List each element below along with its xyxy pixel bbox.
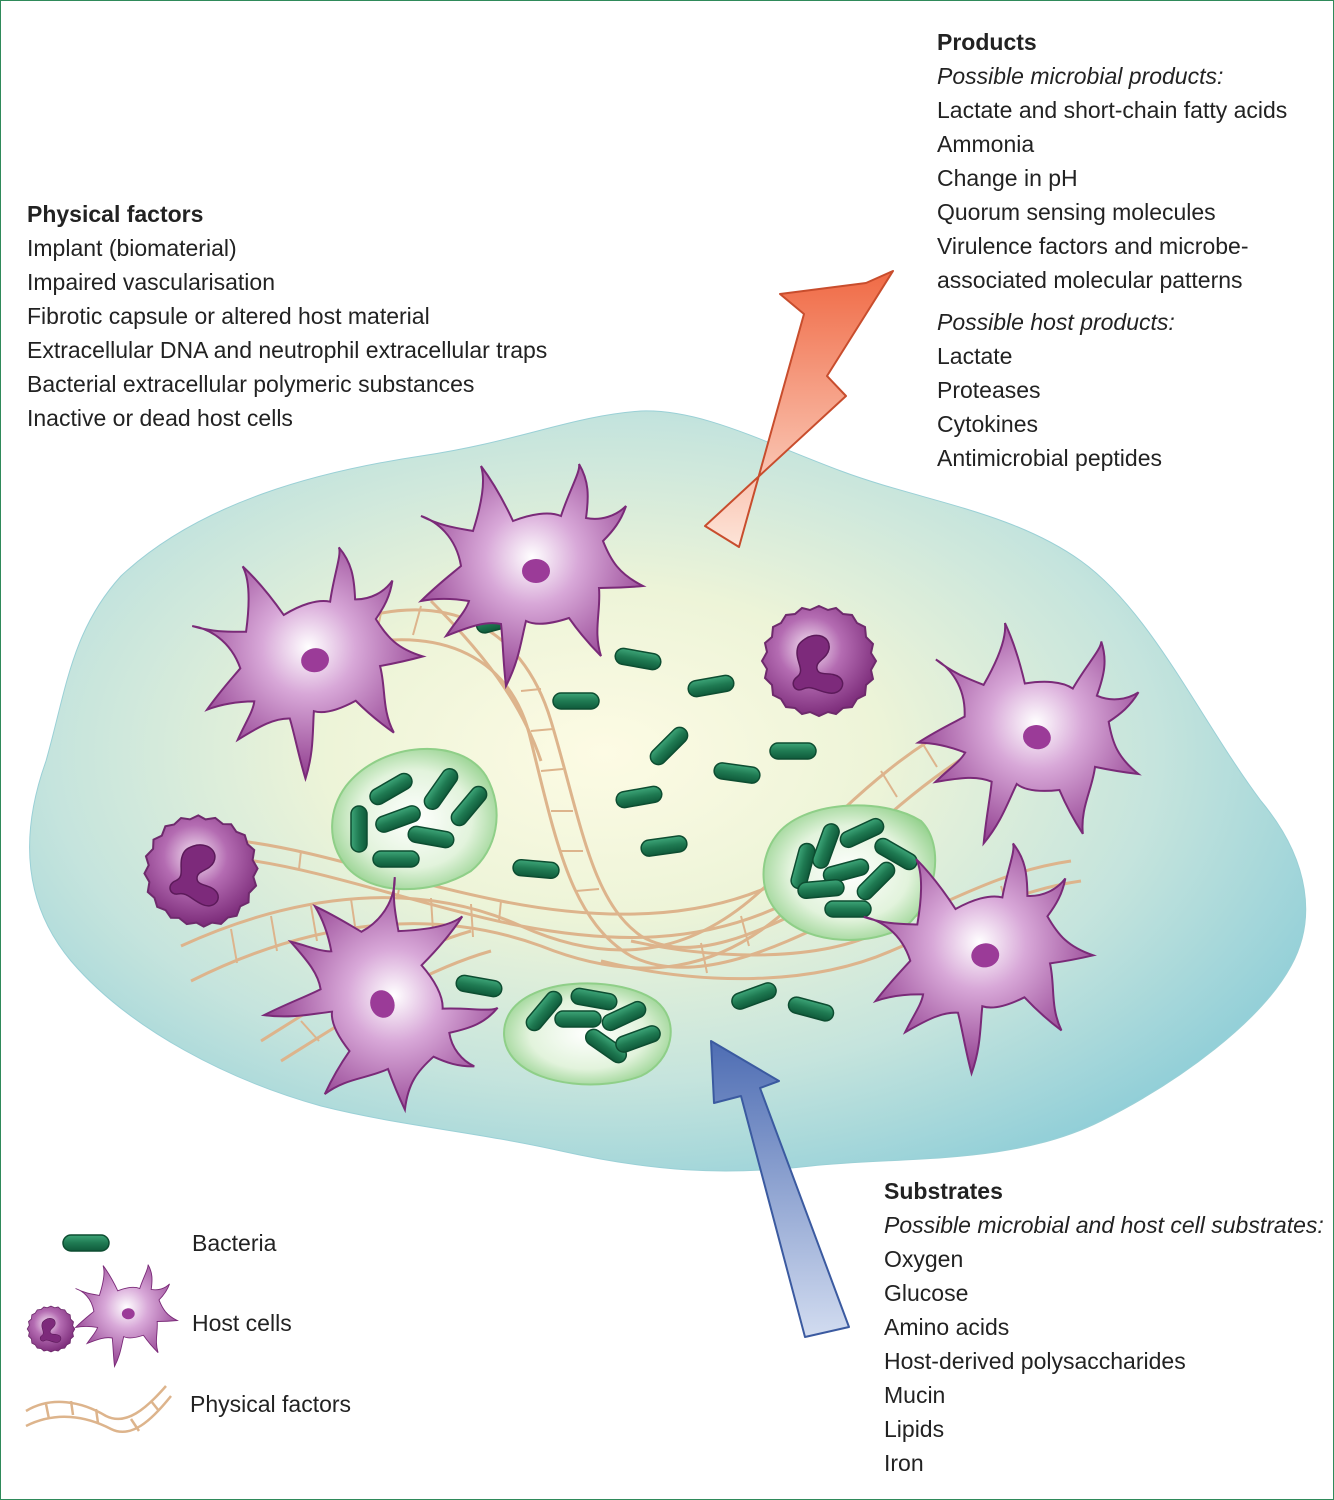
microbial-product-item: Virulence factors and microbe-	[937, 233, 1249, 259]
products-heading: Products	[937, 29, 1037, 55]
substrate-item: Lipids	[884, 1416, 945, 1442]
biofilm-cluster-bottom	[503, 982, 672, 1086]
host-products-label: Possible host products:	[937, 309, 1175, 335]
microbial-product-item: Change in pH	[937, 165, 1078, 191]
host-product-item: Antimicrobial peptides	[937, 445, 1163, 471]
host-product-item: Lactate	[937, 343, 1013, 369]
substrates-arrow	[710, 1040, 850, 1338]
substrate-item: Glucose	[884, 1280, 969, 1306]
legend-host-cells-icon	[26, 1264, 178, 1367]
substrate-item: Host-derived polysaccharides	[884, 1348, 1186, 1374]
physical-factor-item: Extracellular DNA and neutrophil extrace…	[27, 337, 548, 363]
legend-bacteria-label: Bacteria	[192, 1230, 277, 1256]
physical-factor-item: Impaired vascularisation	[27, 269, 276, 295]
products-text: Products Possible microbial products: La…	[937, 25, 1287, 475]
physical-factor-item: Bacterial extracellular polymeric substa…	[27, 371, 475, 397]
physical-factor-item: Implant (biomaterial)	[27, 235, 237, 261]
legend-physical-factors-icon	[25, 1385, 172, 1434]
microbial-product-item: associated molecular patterns	[937, 267, 1243, 293]
legend-host-cells-label: Host cells	[192, 1310, 292, 1336]
tissue-environment	[29, 410, 1307, 1172]
microbial-product-item: Lactate and short-chain fatty acids	[937, 97, 1288, 123]
substrate-item: Mucin	[884, 1382, 946, 1408]
physical-factors-text: Physical factors Implant (biomaterial) I…	[27, 197, 547, 435]
substrate-item: Iron	[884, 1450, 924, 1476]
substrates-text: Substrates Possible microbial and host c…	[884, 1174, 1324, 1480]
legend-bacteria-icon	[62, 1234, 110, 1252]
products-arrow	[704, 270, 894, 548]
substrates-heading: Substrates	[884, 1178, 1003, 1204]
physical-factor-item: Inactive or dead host cells	[27, 405, 293, 431]
host-product-item: Proteases	[937, 377, 1041, 403]
physical-factor-item: Fibrotic capsule or altered host materia…	[27, 303, 430, 329]
biofilm-cluster-right	[762, 804, 937, 941]
microbial-product-item: Quorum sensing molecules	[937, 199, 1216, 225]
substrate-item: Oxygen	[884, 1246, 964, 1272]
microbial-products-label: Possible microbial products:	[937, 63, 1224, 89]
biofilm-cluster-left	[331, 747, 498, 891]
substrates-label: Possible microbial and host cell substra…	[884, 1212, 1324, 1238]
physical-factors-heading: Physical factors	[27, 201, 204, 227]
substrate-item: Amino acids	[884, 1314, 1010, 1340]
legend-physical-factors-label: Physical factors	[190, 1391, 352, 1417]
host-product-item: Cytokines	[937, 411, 1038, 437]
microbial-product-item: Ammonia	[937, 131, 1035, 157]
